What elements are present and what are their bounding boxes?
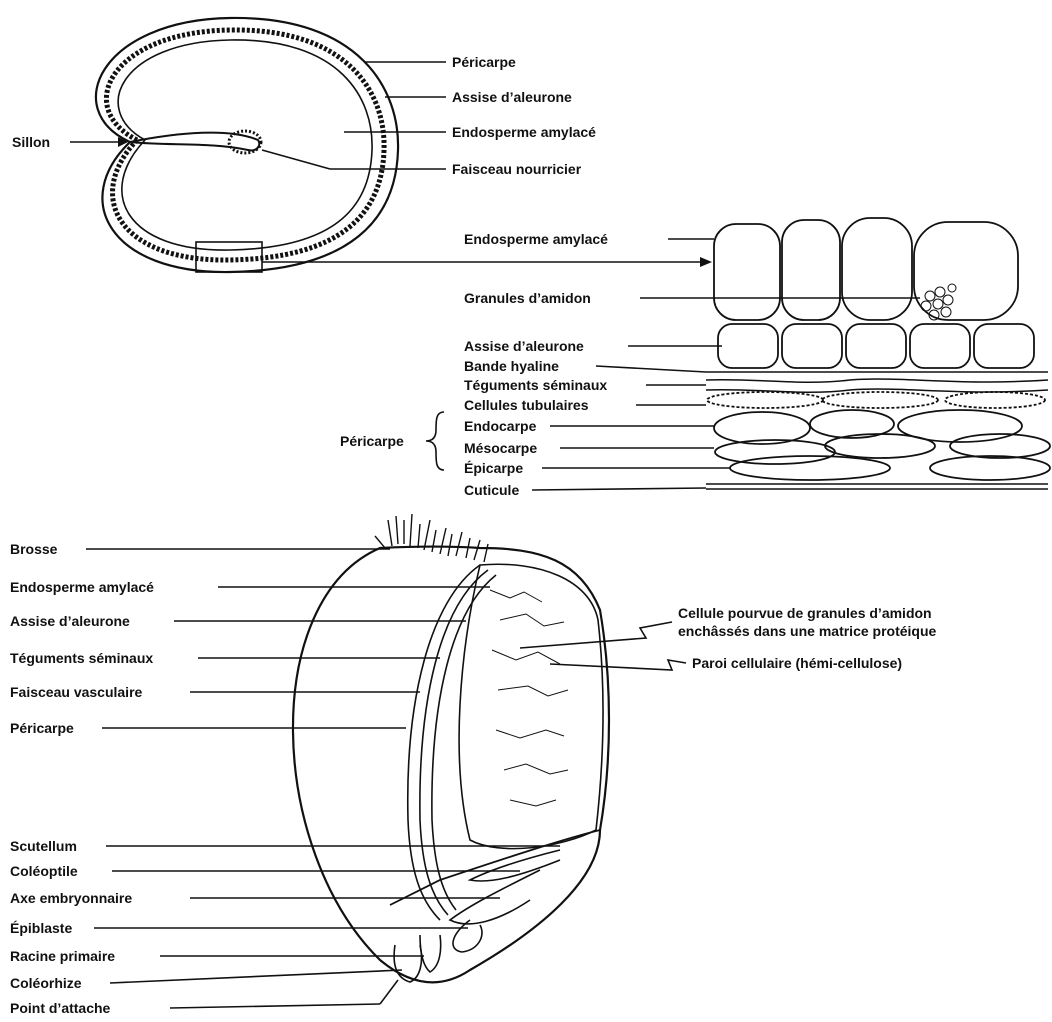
leader-d-hyaline [596,366,706,372]
embryo-axis [450,870,540,924]
epiblast [453,920,482,952]
endocarp-cell [714,412,810,444]
tegument-layer [706,379,1048,382]
leader-r-paroi [550,660,686,670]
label-l-coleoptile: Coléoptile [10,863,78,879]
label-l-endosperme: Endosperme amylacé [10,579,154,595]
label-d-granules: Granules d’amidon [464,290,591,306]
endosperm-cell [914,222,1018,320]
label-d-endosperme: Endosperme amylacé [464,231,608,247]
label-l-epiblaste: Épiblaste [10,920,72,936]
starch-granule [948,284,956,292]
endosperm-cell [842,218,912,320]
detail-layers: Endosperme amylacé Granules d’amidon Ass… [340,218,1050,498]
endosperm-cell [782,220,840,320]
brush-hairs [375,514,488,562]
pericarpe-brace [426,412,444,470]
label-l-brosse: Brosse [10,541,58,557]
primary-root [420,935,441,972]
aleurone-cell [846,324,906,368]
starch-granule [935,287,945,297]
leader-r-cellule [520,622,672,648]
tubular-cell [822,392,938,408]
longitudinal-section: Brosse Endosperme amylacé Assise d’aleur… [10,514,937,1016]
grain-outer [293,547,609,983]
starch-granule [943,295,953,305]
label-l-scutellum: Scutellum [10,838,77,854]
label-cs-faisceau: Faisceau nourricier [452,161,582,177]
label-d-hyaline: Bande hyaline [464,358,559,374]
aleurone-cell [782,324,842,368]
tubular-cell [945,392,1045,408]
aleurone-ring [106,30,384,260]
tubular-cell [707,392,823,408]
leader-l-attache-2 [380,980,398,1004]
leader-l-coleorhize [110,970,402,983]
endosperm-cell [714,224,780,320]
sillon-crease [130,133,259,151]
label-cs-aleurone: Assise d’aleurone [452,89,572,105]
label-r-cellule-1: Cellule pourvue de granules d’amidon [678,605,932,621]
label-d-tubulaires: Cellules tubulaires [464,397,589,413]
label-l-faisceau: Faisceau vasculaire [10,684,143,700]
label-l-teguments: Téguments séminaux [10,650,153,666]
leader-cs-faisceau [262,150,330,169]
label-d-teguments: Téguments séminaux [464,377,607,393]
grain-inner-layer-3 [432,575,496,910]
endosperm-region [459,564,603,848]
leader-l-attache [170,1004,380,1008]
label-l-attache: Point d’attache [10,1000,111,1016]
label-cs-endosperme: Endosperme amylacé [452,124,596,140]
label-d-pericarpe-group: Péricarpe [340,433,404,449]
label-l-aleurone: Assise d’aleurone [10,613,130,629]
starch-granule [933,299,943,309]
starch-granule [941,307,951,317]
label-sillon: Sillon [12,134,50,150]
detail-arrow-head [700,257,712,267]
aleurone-cell [974,324,1034,368]
label-r-paroi: Paroi cellulaire (hémi-cellulose) [692,655,902,671]
label-d-endocarpe: Endocarpe [464,418,537,434]
label-r-cellule-2: enchâssés dans une matrice protéique [678,623,937,639]
inner-outline [118,40,372,250]
label-l-axe: Axe embryonnaire [10,890,132,906]
aleurone-cell [718,324,778,368]
epicarp-cell [930,456,1050,480]
mesocarp-cell [825,434,935,458]
epicarp-cell [730,456,890,480]
label-d-cuticule: Cuticule [464,482,519,498]
label-d-epicarpe: Épicarpe [464,460,523,476]
leader-d-cuticule [532,488,706,490]
starch-granule [925,291,935,301]
label-l-racine: Racine primaire [10,948,115,964]
label-cs-pericarpe: Péricarpe [452,54,516,70]
endosperm-texture [490,590,568,806]
label-l-coleorhize: Coléorhize [10,975,82,991]
starch-granule [921,301,931,311]
label-d-mesocarpe: Mésocarpe [464,440,537,456]
aleurone-cell [910,324,970,368]
label-d-aleurone: Assise d’aleurone [464,338,584,354]
label-l-pericarpe: Péricarpe [10,720,74,736]
